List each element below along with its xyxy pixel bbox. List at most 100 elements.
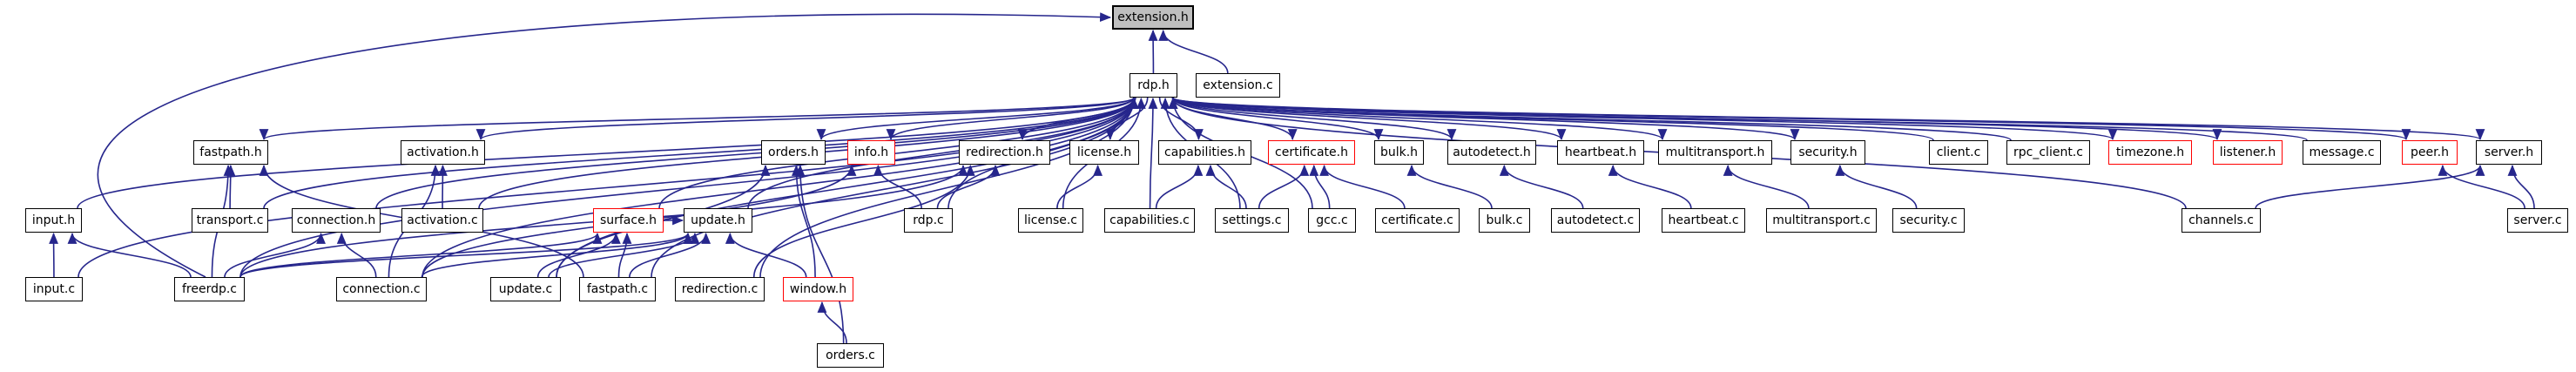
node-label: gcc.c [1316,213,1348,227]
node-label: window.h [789,282,847,296]
node-label: client.c [1936,145,1981,159]
edge-server-c-to-peer-h [2438,164,2525,209]
node-multitransport-h[interactable]: multitransport.h [1658,140,1772,165]
node-label: redirection.c [681,282,759,296]
node-rdp-c[interactable]: rdp.c [904,208,953,233]
node-transport-c[interactable]: transport.c [192,208,268,233]
node-security-c[interactable]: security.c [1892,208,1965,233]
edge-transport-c-to-fastpath-h [226,164,236,209]
node-capabilities-h[interactable]: capabilities.h [1158,140,1251,165]
node-autodetect-h[interactable]: autodetect.h [1447,140,1536,165]
edge-capabilities-c-to-capabilities-h [1155,164,1204,209]
node-extension-c[interactable]: extension.c [1196,73,1280,98]
node-update-c[interactable]: update.c [490,277,561,301]
node-label: input.c [32,282,76,296]
node-peer-h[interactable]: peer.h [2402,140,2458,165]
node-settings-c[interactable]: settings.c [1215,208,1289,233]
edge-rdp-h-to-heartbeat-h [1172,97,1567,141]
node-surface-h[interactable]: surface.h [593,208,664,233]
node-window-h[interactable]: window.h [783,277,853,301]
node-label: activation.h [407,145,479,159]
edge-orders-c-to-orders-h [795,164,845,344]
node-license-c[interactable]: license.c [1018,208,1083,233]
edge-rdp-c-to-redirection-h [936,164,1001,209]
node-fastpath-h[interactable]: fastpath.h [193,140,268,165]
node-gcc-c[interactable]: gcc.c [1308,208,1356,233]
node-extension-h[interactable]: extension.h [1112,5,1194,30]
edge-multitransport-c-to-multitransport-h [1723,164,1810,209]
node-client-c[interactable]: client.c [1929,140,1988,165]
node-redirection-h[interactable]: redirection.h [959,140,1050,165]
node-server-c[interactable]: server.c [2507,208,2568,233]
edge-autodetect-c-to-autodetect-h [1499,164,1584,209]
node-rpc_client-c[interactable]: rpc_client.c [2006,140,2090,165]
node-activation-h[interactable]: activation.h [401,140,485,165]
node-activation-c[interactable]: activation.c [401,208,483,233]
edge-rdp-h-to-info-h [886,97,1135,141]
node-listener-h[interactable]: listener.h [2213,140,2283,165]
node-label: update.c [498,282,553,296]
edge-gcc-c-to-certificate-h [1309,164,1331,209]
node-server-h[interactable]: server.h [2476,140,2542,165]
edge-certificate-c-to-certificate-h [1319,164,1406,209]
node-autodetect-c[interactable]: autodetect.c [1551,208,1640,233]
node-input-c[interactable]: input.c [25,277,83,301]
node-label: fastpath.h [199,145,262,159]
edge-rdp-h-to-activation-h [475,97,1135,141]
edge-server-c-to-server-h [2507,164,2535,209]
node-update-h[interactable]: update.h [684,208,752,233]
node-label: info.h [853,145,889,159]
node-label: update.h [691,213,745,227]
node-label: connection.c [342,282,421,296]
node-security-h[interactable]: security.h [1790,140,1865,165]
node-redirection-c[interactable]: redirection.c [675,277,765,301]
node-label: extension.h [1117,10,1189,24]
node-fastpath-c[interactable]: fastpath.c [579,277,656,301]
edge-rdp-h-to-multitransport-h [1172,97,1668,141]
node-capabilities-c[interactable]: capabilities.c [1104,208,1195,233]
node-rdp-h[interactable]: rdp.h [1130,73,1177,98]
node-connection-h[interactable]: connection.h [292,208,381,233]
edge-rpc_client-c-to-rdp-h [1169,97,2012,141]
node-channels-c[interactable]: channels.c [2182,208,2261,233]
node-connection-c[interactable]: connection.c [336,277,427,301]
node-info-h[interactable]: info.h [847,140,895,165]
node-bulk-c[interactable]: bulk.c [1479,208,1530,233]
node-orders-c[interactable]: orders.c [817,343,884,368]
node-heartbeat-h[interactable]: heartbeat.h [1557,140,1644,165]
node-license-h[interactable]: license.h [1069,140,1139,165]
node-multitransport-c[interactable]: multitransport.c [1766,208,1877,233]
edge-rdp-h-to-fastpath-h [260,97,1135,141]
node-label: activation.c [407,213,478,227]
edge-window-h-to-update-h [725,232,807,278]
edge-rdp-h-to-orders-h [816,97,1135,141]
node-bulk-h[interactable]: bulk.h [1374,140,1424,165]
edge-freerdp-c-to-rdp-h [239,97,1139,278]
edge-rdp-h-to-autodetect-h [1172,97,1457,141]
node-orders-h[interactable]: orders.h [761,140,826,165]
edge-connection-c-to-rdp-h [421,97,1139,278]
node-label: rdp.c [913,213,944,227]
node-label: listener.h [2219,145,2276,159]
node-input-h[interactable]: input.h [25,208,82,233]
node-heartbeat-c[interactable]: heartbeat.c [1662,208,1745,233]
node-message-c[interactable]: message.c [2303,140,2381,165]
edge-license-c-to-license-h [1056,164,1103,209]
edge-rdp-h-to-server-h [1172,97,2485,141]
edge-heartbeat-c-to-heartbeat-h [1608,164,1692,209]
node-freerdp-c[interactable]: freerdp.c [174,277,245,301]
edge-channels-c-to-server-h [2255,164,2485,209]
node-certificate-h[interactable]: certificate.h [1268,140,1355,165]
edge-transport-c-to-rdp-h [263,97,1139,209]
edge-freerdp-c-to-surface-h [239,232,603,278]
edge-freerdp-c-to-update-h [239,232,693,278]
node-certificate-c[interactable]: certificate.c [1375,208,1460,233]
edge-connection-h-to-rdp-h [375,97,1139,209]
edge-rdp-c-to-info-h [873,164,922,209]
node-label: heartbeat.c [1668,213,1739,227]
node-label: input.h [31,213,76,227]
edge-connection-c-to-connection-h [336,232,377,278]
node-label: fastpath.c [586,282,649,296]
node-label: extension.c [1203,78,1273,92]
node-timezone-h[interactable]: timezone.h [2108,140,2192,165]
